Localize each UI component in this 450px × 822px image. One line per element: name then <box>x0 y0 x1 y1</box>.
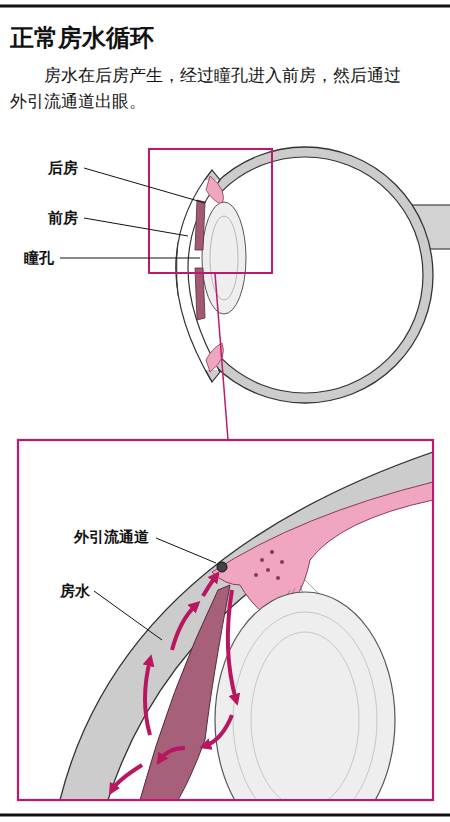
part-label: 后房 <box>46 158 80 178</box>
part-label: 前房 <box>46 208 80 228</box>
caption: 房水在后房产生，经过瞳孔进入前房，然后通过外引流通道出眼。 <box>10 62 410 114</box>
top-rule <box>0 5 450 8</box>
eyeball <box>149 147 450 440</box>
part-label: 瞳孔 <box>22 248 56 268</box>
title: 正常房水循环 <box>10 22 154 54</box>
zoom-illustration <box>60 452 432 799</box>
leader-lines <box>60 168 205 258</box>
part-label: 房水 <box>58 581 92 601</box>
bottom-rule <box>0 814 450 817</box>
part-label: 外引流通道 <box>72 527 151 547</box>
leader-lines <box>94 538 216 640</box>
